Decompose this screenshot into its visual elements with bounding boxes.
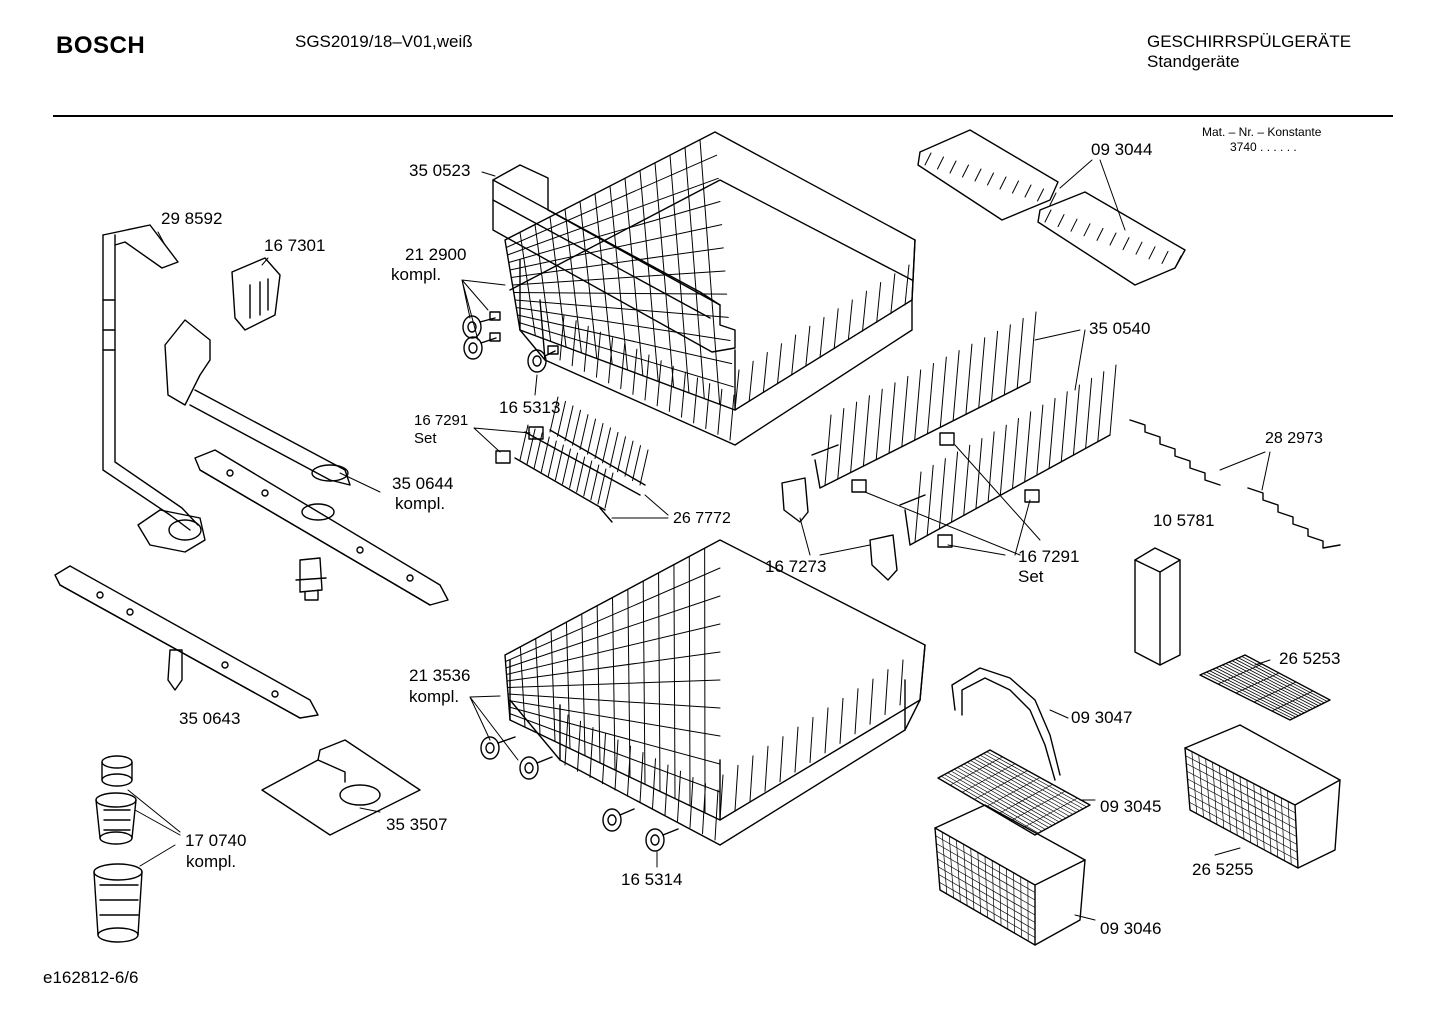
cutlery-basket-lid (1200, 655, 1330, 720)
stair-racks (1130, 420, 1340, 548)
part-label-170740-kompl: kompl. (186, 852, 237, 871)
cutlery-cup (1135, 548, 1180, 665)
part-label-167291-small-set: Set (414, 430, 437, 447)
part-label-350643: 35 0643 (179, 709, 241, 728)
nozzle-cover (232, 258, 280, 330)
basket-grid-lid (938, 750, 1090, 835)
part-label-167291-small: 16 7291 (414, 412, 469, 429)
part-label-267772: 26 7772 (673, 510, 731, 527)
brand-logo: BOSCH (56, 32, 146, 59)
constant-value: 3740 . . . . . . (1230, 140, 1297, 154)
part-label-213536: 21 3536 (409, 666, 471, 685)
spray-tube (103, 225, 205, 552)
part-label-167291-large-set: Set (1018, 567, 1044, 586)
lower-basket-wheels (481, 737, 678, 851)
lower-spray-arm (55, 566, 318, 718)
part-label-093044: 09 3044 (1091, 140, 1153, 159)
part-label-265253: 26 5253 (1279, 649, 1341, 668)
category-subtitle: Standgeräte (1147, 52, 1240, 71)
part-label-212900-kompl: kompl. (391, 265, 442, 284)
document-id: e162812-6/6 (43, 968, 139, 987)
part-label-093047: 09 3047 (1071, 708, 1133, 727)
lower-basket (505, 540, 925, 845)
spray-arm-support (165, 320, 350, 485)
part-label-298592: 29 8592 (161, 209, 223, 228)
part-label-093046: 09 3046 (1100, 919, 1162, 938)
upper-basket (505, 132, 915, 445)
part-label-282973: 28 2973 (1265, 430, 1323, 447)
part-label-170740: 17 0740 (185, 831, 247, 850)
part-label-093045: 09 3045 (1100, 797, 1162, 816)
part-label-350523: 35 0523 (409, 161, 471, 180)
upper-basket-handle-bar (493, 165, 735, 352)
cutlery-basket-right (1185, 725, 1340, 868)
part-label-165314: 16 5314 (621, 870, 683, 889)
upper-spray-arm (195, 450, 448, 605)
cutlery-basket-left (935, 805, 1085, 945)
part-label-165313: 16 5313 (499, 398, 561, 417)
part-label-350644: 35 0644 (392, 474, 454, 493)
part-label-265255: 26 5255 (1192, 860, 1254, 879)
part-label-167273: 16 7273 (765, 557, 827, 576)
part-label-212900: 21 2900 (405, 245, 467, 264)
part-label-105781: 10 5781 (1153, 511, 1215, 530)
rack-hooks (782, 478, 897, 580)
header-divider (53, 115, 1393, 117)
tine-racks (812, 312, 1116, 547)
filter-set (94, 756, 142, 942)
part-label-167301: 16 7301 (264, 236, 326, 255)
part-label-353507: 35 3507 (386, 815, 448, 834)
part-label-167291-large: 16 7291 (1018, 547, 1080, 566)
part-label-213536-kompl: kompl. (409, 687, 460, 706)
category-title: GESCHIRRSPÜLGERÄTE (1147, 32, 1352, 51)
part-label-350644-kompl: kompl. (395, 494, 446, 513)
constant-label: Mat. – Nr. – Konstante (1202, 125, 1322, 139)
cup-shelves (918, 130, 1185, 285)
leader-lines (128, 160, 1270, 920)
part-label-350540: 35 0540 (1089, 319, 1151, 338)
model-number: SGS2019/18–V01,weiß (295, 32, 473, 51)
micro-filter-plate (262, 740, 420, 835)
basket-handle (952, 668, 1060, 780)
